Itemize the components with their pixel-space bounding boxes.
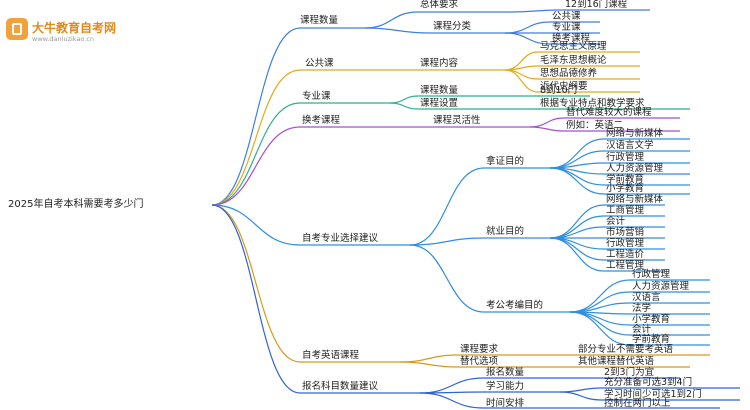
node-major-count[interactable]: 课程数量 — [420, 85, 459, 96]
leaf-major-count: 8到10门 — [540, 85, 578, 96]
connector — [364, 11, 419, 29]
connector — [419, 377, 485, 394]
root-connector — [211, 69, 301, 206]
node-plan-signup[interactable]: 报名数量 — [486, 367, 525, 378]
connector — [509, 9, 561, 13]
branch-course-count[interactable]: 课程数量 — [300, 15, 339, 26]
root-connector — [211, 102, 301, 206]
connector — [409, 244, 485, 313]
leaf-class-switch: 换考课程 — [552, 33, 591, 44]
leaf-cert-5: 学前教育 — [606, 174, 645, 185]
connector — [504, 69, 539, 93]
leaf-job-3: 会计 — [606, 216, 626, 227]
leaf-public-4: 近代史纲要 — [540, 81, 588, 92]
leaf-public-2: 毛泽东思想概论 — [540, 55, 607, 66]
connector — [419, 392, 485, 409]
branch-advice[interactable]: 自考专业选择建议 — [302, 233, 379, 244]
connector — [399, 361, 459, 368]
connector — [559, 391, 603, 401]
branch-public[interactable]: 公共课 — [305, 58, 334, 69]
leaf-job-1: 网络与新媒体 — [606, 194, 664, 205]
leaf-class-public: 公共课 — [552, 11, 581, 22]
leaf-switch-2: 例如：英语二 — [566, 120, 624, 131]
root-connector — [211, 27, 301, 206]
connector — [569, 311, 631, 336]
leaf-major-setting: 根据专业特点和教学要求 — [540, 98, 645, 109]
leaf-class-major: 专业课 — [552, 22, 581, 33]
leaf-plan-time: 控制在两门以上 — [604, 398, 671, 409]
connector — [529, 126, 565, 132]
branch-english[interactable]: 自考英语课程 — [302, 350, 360, 361]
leaf-public-1: 马克思主义原理 — [540, 41, 607, 52]
node-plan-time[interactable]: 时间安排 — [486, 398, 525, 409]
connector — [569, 291, 631, 313]
node-total-requirement[interactable]: 总体要求 — [420, 0, 459, 10]
connector — [529, 117, 565, 128]
connector — [549, 167, 605, 195]
leaf-english-alt: 其他课程替代英语 — [578, 356, 655, 367]
connector — [549, 162, 605, 169]
leaf-job-5: 行政管理 — [606, 238, 645, 249]
leaf-cert-1: 网络与新媒体 — [606, 128, 664, 139]
connector — [389, 95, 419, 104]
leaf-cert-2: 汉语言文学 — [606, 140, 654, 151]
leaf-exam-7: 学前教育 — [632, 334, 671, 345]
connector — [504, 32, 551, 45]
leaf-job-4: 市场营销 — [606, 227, 645, 238]
leaf-cert-6: 小学教育 — [606, 183, 645, 194]
node-job[interactable]: 就业目的 — [486, 226, 525, 237]
connector — [399, 354, 459, 363]
leaf-cert-4: 人力资源管理 — [606, 163, 664, 174]
connector — [364, 27, 431, 34]
leaf-exam-3: 汉语言 — [632, 292, 661, 303]
node-plan-ability[interactable]: 学习能力 — [486, 381, 525, 392]
leaf-plan-signup: 2到3门为宜 — [604, 367, 655, 378]
node-switch-flex[interactable]: 课程灵活性 — [433, 115, 481, 126]
connector — [409, 237, 485, 246]
leaf-exam-1: 行政管理 — [632, 269, 671, 280]
node-cert[interactable]: 拿证目的 — [486, 156, 525, 167]
leaf-plan-ability-1: 充分准备可选3到4门 — [604, 377, 693, 388]
book-logo-icon — [6, 18, 28, 40]
connector — [504, 65, 539, 71]
node-major-setting[interactable]: 课程设置 — [420, 98, 459, 109]
root-connector — [211, 204, 301, 363]
root-connector — [211, 204, 301, 246]
node-exam[interactable]: 考公考编目的 — [486, 300, 544, 311]
watermark-brand: 大牛教育自考网 — [32, 21, 117, 35]
leaf-plan-ability-2: 学习时间少可选1到2门 — [604, 389, 702, 400]
leaf-exam-5: 小学教育 — [632, 314, 671, 325]
branch-plan[interactable]: 报名科目数量建议 — [302, 381, 379, 392]
leaf-exam-2: 人力资源管理 — [632, 281, 690, 292]
connector — [559, 387, 603, 393]
branch-major[interactable]: 专业课 — [302, 91, 331, 102]
branch-switch[interactable]: 换考课程 — [302, 115, 341, 126]
leaf-public-3: 思想品德修养 — [540, 68, 598, 79]
connector — [389, 102, 419, 110]
connector — [409, 167, 485, 246]
node-public-content[interactable]: 课程内容 — [420, 58, 459, 69]
leaf-job-7: 工程管理 — [606, 260, 645, 271]
node-english-alt[interactable]: 替代选项 — [460, 356, 499, 367]
root-connector — [211, 126, 301, 206]
connector — [504, 51, 539, 71]
root-connector — [211, 204, 301, 394]
root-node[interactable]: 2025年自考本科需要考多少门 — [8, 199, 144, 210]
leaf-cert-3: 行政管理 — [606, 152, 645, 163]
connector — [569, 311, 631, 346]
connector — [549, 237, 605, 272]
leaf-total-value: 12到16门课程 — [565, 0, 628, 10]
leaf-english-req: 部分专业不需要考英语 — [578, 344, 674, 355]
leaf-job-2: 工商管理 — [606, 205, 645, 216]
leaf-job-6: 工程造价 — [606, 249, 645, 260]
leaf-switch-1: 替代难度较大的课程 — [566, 107, 652, 118]
node-english-req[interactable]: 课程要求 — [460, 344, 499, 355]
connector — [504, 21, 551, 34]
leaf-exam-6: 会计 — [632, 324, 652, 335]
node-course-classes[interactable]: 课程分类 — [433, 21, 472, 32]
leaf-exam-4: 法学 — [632, 303, 652, 314]
watermark-url: www.daniuzikao.cn — [32, 35, 95, 43]
